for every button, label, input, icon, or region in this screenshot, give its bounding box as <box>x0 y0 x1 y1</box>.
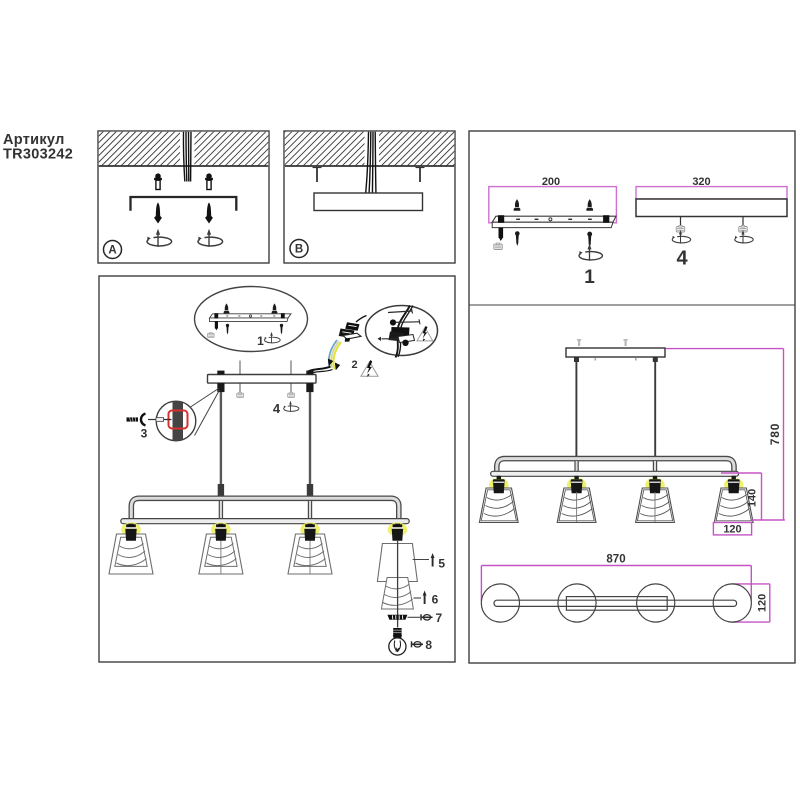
svg-text:3: 3 <box>141 427 148 441</box>
svg-text:120: 120 <box>723 524 741 536</box>
svg-text:120: 120 <box>757 594 769 612</box>
svg-text:B: B <box>295 244 303 256</box>
svg-text:320: 320 <box>692 176 710 188</box>
svg-text:A: A <box>108 245 116 257</box>
svg-text:Артикул: Артикул <box>3 132 65 148</box>
svg-text:780: 780 <box>768 423 782 445</box>
svg-text:5: 5 <box>438 556 445 570</box>
svg-text:7: 7 <box>435 611 442 625</box>
svg-text:140: 140 <box>747 489 759 507</box>
svg-text:6: 6 <box>432 592 439 606</box>
svg-text:2: 2 <box>351 359 357 371</box>
svg-text:TR303242: TR303242 <box>3 147 73 163</box>
svg-text:1: 1 <box>584 267 595 288</box>
svg-text:1: 1 <box>257 334 264 348</box>
svg-text:4: 4 <box>676 248 688 270</box>
svg-text:870: 870 <box>606 554 625 566</box>
svg-text:4: 4 <box>273 401 281 416</box>
svg-text:8: 8 <box>425 638 432 652</box>
svg-text:200: 200 <box>542 176 560 188</box>
